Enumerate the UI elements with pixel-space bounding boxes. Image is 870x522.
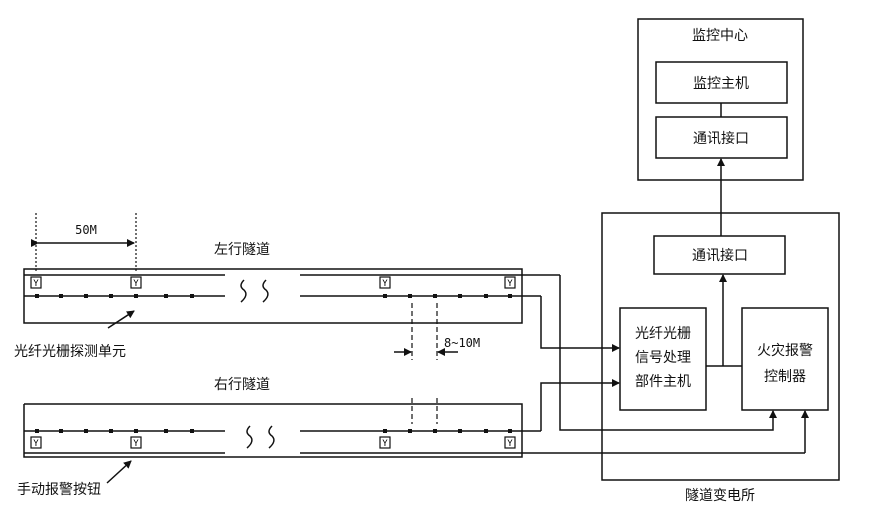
fbg-sensor-dot [458,429,462,433]
fire-alarm-line-1: 火灾报警 [757,342,813,359]
manual-alarm-button-label: 手动报警按钮 [17,482,101,498]
manual-alarm-button: Y [130,436,142,449]
break-mark [262,279,269,303]
break-mark [240,279,247,303]
fbg-sensor-dot [458,294,462,298]
fire-alarm-line-2: 控制器 [764,369,806,385]
manual-alarm-button: Y [504,276,516,289]
substation: 隧道变电所 通讯接口 光纤光栅 信号处理 部件主机 火灾报警 控制器 [601,212,840,504]
fbg-sensor-dot [109,294,113,298]
callouts: 光纤光栅探测单元 手动报警按钮 [14,310,135,498]
fbg-sensor-dot [164,429,168,433]
substation-comm-interface-label: 通讯接口 [692,247,748,264]
button-glyph: Y [382,439,388,449]
manual-alarm-button: Y [30,436,42,449]
button-glyph: Y [382,279,388,289]
fbg-sensor-dot [408,429,412,433]
fbg-sensor-dot [84,429,88,433]
fbg-sensor-dot [35,429,39,433]
fbg-sensor-dot [134,294,138,298]
fbg-host-line-3: 部件主机 [635,374,691,390]
manual-alarm-button: Y [379,436,391,449]
fbg-probe-leader [107,310,135,329]
left-tunnel: 左行隧道 [23,242,560,324]
fbg-probe-unit-label: 光纤光栅探测单元 [14,344,126,360]
wiring [540,275,809,453]
fbg-sensor-dot [484,294,488,298]
monitoring-center-title: 监控中心 [692,28,748,44]
left-tunnel-wall [23,268,523,324]
center-comm-interface-label: 通讯接口 [693,130,749,147]
button-glyph: Y [507,279,513,289]
fbg-sensor-dot [383,294,387,298]
left-buttons-to-alarm [559,275,777,431]
fbg-sensor-dot [433,429,437,433]
fbg-sensor-dot [508,294,512,298]
left-tunnel-title: 左行隧道 [214,242,270,258]
fbg-sensor-dot [383,429,387,433]
fbg-sensor-dot [408,294,412,298]
button-glyph: Y [33,279,39,289]
break-mark [268,425,275,449]
manual-alarm-button: Y [30,276,42,289]
sensor-marks: Y Y Y Y Y Y Y Y [30,276,516,449]
substation-title: 隧道变电所 [685,488,755,504]
button-glyph: Y [507,439,513,449]
fbg-sensor-dot [84,294,88,298]
dim-8-10m-label: 8~10M [444,336,480,350]
left-fiber-to-host [540,296,620,352]
fire-alarm-controller-box [741,307,829,411]
fbg-sensor-dot [134,429,138,433]
substation-box [601,212,840,481]
button-glyph: Y [33,439,39,449]
fbg-sensor-dot [59,294,63,298]
dimensions: 50M 8~10M [31,213,480,424]
fbg-sensor-dot [190,429,194,433]
monitoring-center: 监控中心 监控主机 通讯接口 [637,18,804,181]
fbg-sensor-dot [508,429,512,433]
right-tunnel: 右行隧道 [23,377,805,458]
right-fiber-to-host [540,379,620,431]
button-glyph: Y [133,279,139,289]
break-mark [246,425,253,449]
fbg-sensor-dot [164,294,168,298]
manual-button-leader [106,460,132,484]
right-tunnel-title: 右行隧道 [214,377,270,393]
manual-alarm-button: Y [130,276,142,289]
button-glyph: Y [133,439,139,449]
fbg-host-line-1: 光纤光栅 [635,326,691,342]
manual-alarm-button: Y [504,436,516,449]
fbg-signal-host-box [619,307,707,411]
fbg-sensor-dot [59,429,63,433]
manual-alarm-button: Y [379,276,391,289]
monitoring-host-label: 监控主机 [693,76,749,92]
fbg-sensor-dot [433,294,437,298]
fbg-sensor-dot [190,294,194,298]
right-tunnel-wall [23,403,523,458]
fbg-sensor-dot [484,429,488,433]
fbg-host-line-2: 信号处理 [635,350,691,366]
fbg-sensor-dot [109,429,113,433]
dim-50m-label: 50M [75,223,97,237]
fbg-sensor-dot [35,294,39,298]
